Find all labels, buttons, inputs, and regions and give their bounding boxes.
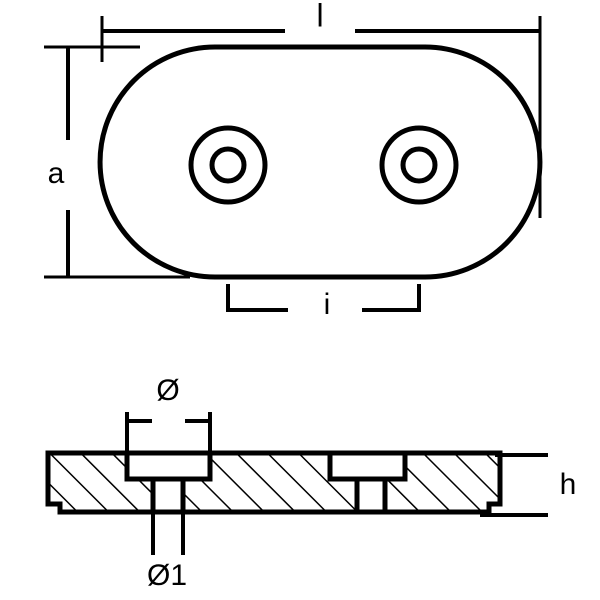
hole-right [379, 125, 459, 205]
bore-circle-left [209, 146, 247, 184]
counterbore-circle-left [188, 125, 268, 205]
section-view: Ø Ø1 h [45, 374, 577, 592]
bore-left-void [153, 479, 183, 512]
hole-left [188, 125, 268, 205]
bore-right-void [357, 479, 385, 512]
bore-circle-right [400, 146, 438, 184]
counterbore-pocket-right-void [330, 453, 405, 479]
dimension-line-diameter [125, 412, 212, 460]
counterbore-right [327, 453, 408, 512]
height-extension-lines [44, 45, 190, 279]
dimension-label-h: h [560, 468, 577, 501]
dimension-label-a: a [48, 157, 65, 190]
section-hatching [48, 453, 500, 512]
counterbore-circle-right [379, 125, 459, 205]
dimension-label-diameter: Ø [156, 374, 179, 407]
hatch-fill [48, 453, 500, 512]
dimension-line-h [480, 453, 548, 517]
dimension-label-l: l [316, 0, 323, 33]
dimension-label-i: i [324, 288, 331, 321]
dimension-line-i [226, 284, 421, 312]
section-outline [45, 450, 503, 515]
top-view: l a [44, 0, 543, 321]
plate-outline [97, 44, 543, 280]
dimension-line-diameter1 [151, 490, 185, 555]
dimension-label-diameter1: Ø1 [147, 559, 187, 592]
counterbore-pocket-left-void [127, 453, 210, 479]
